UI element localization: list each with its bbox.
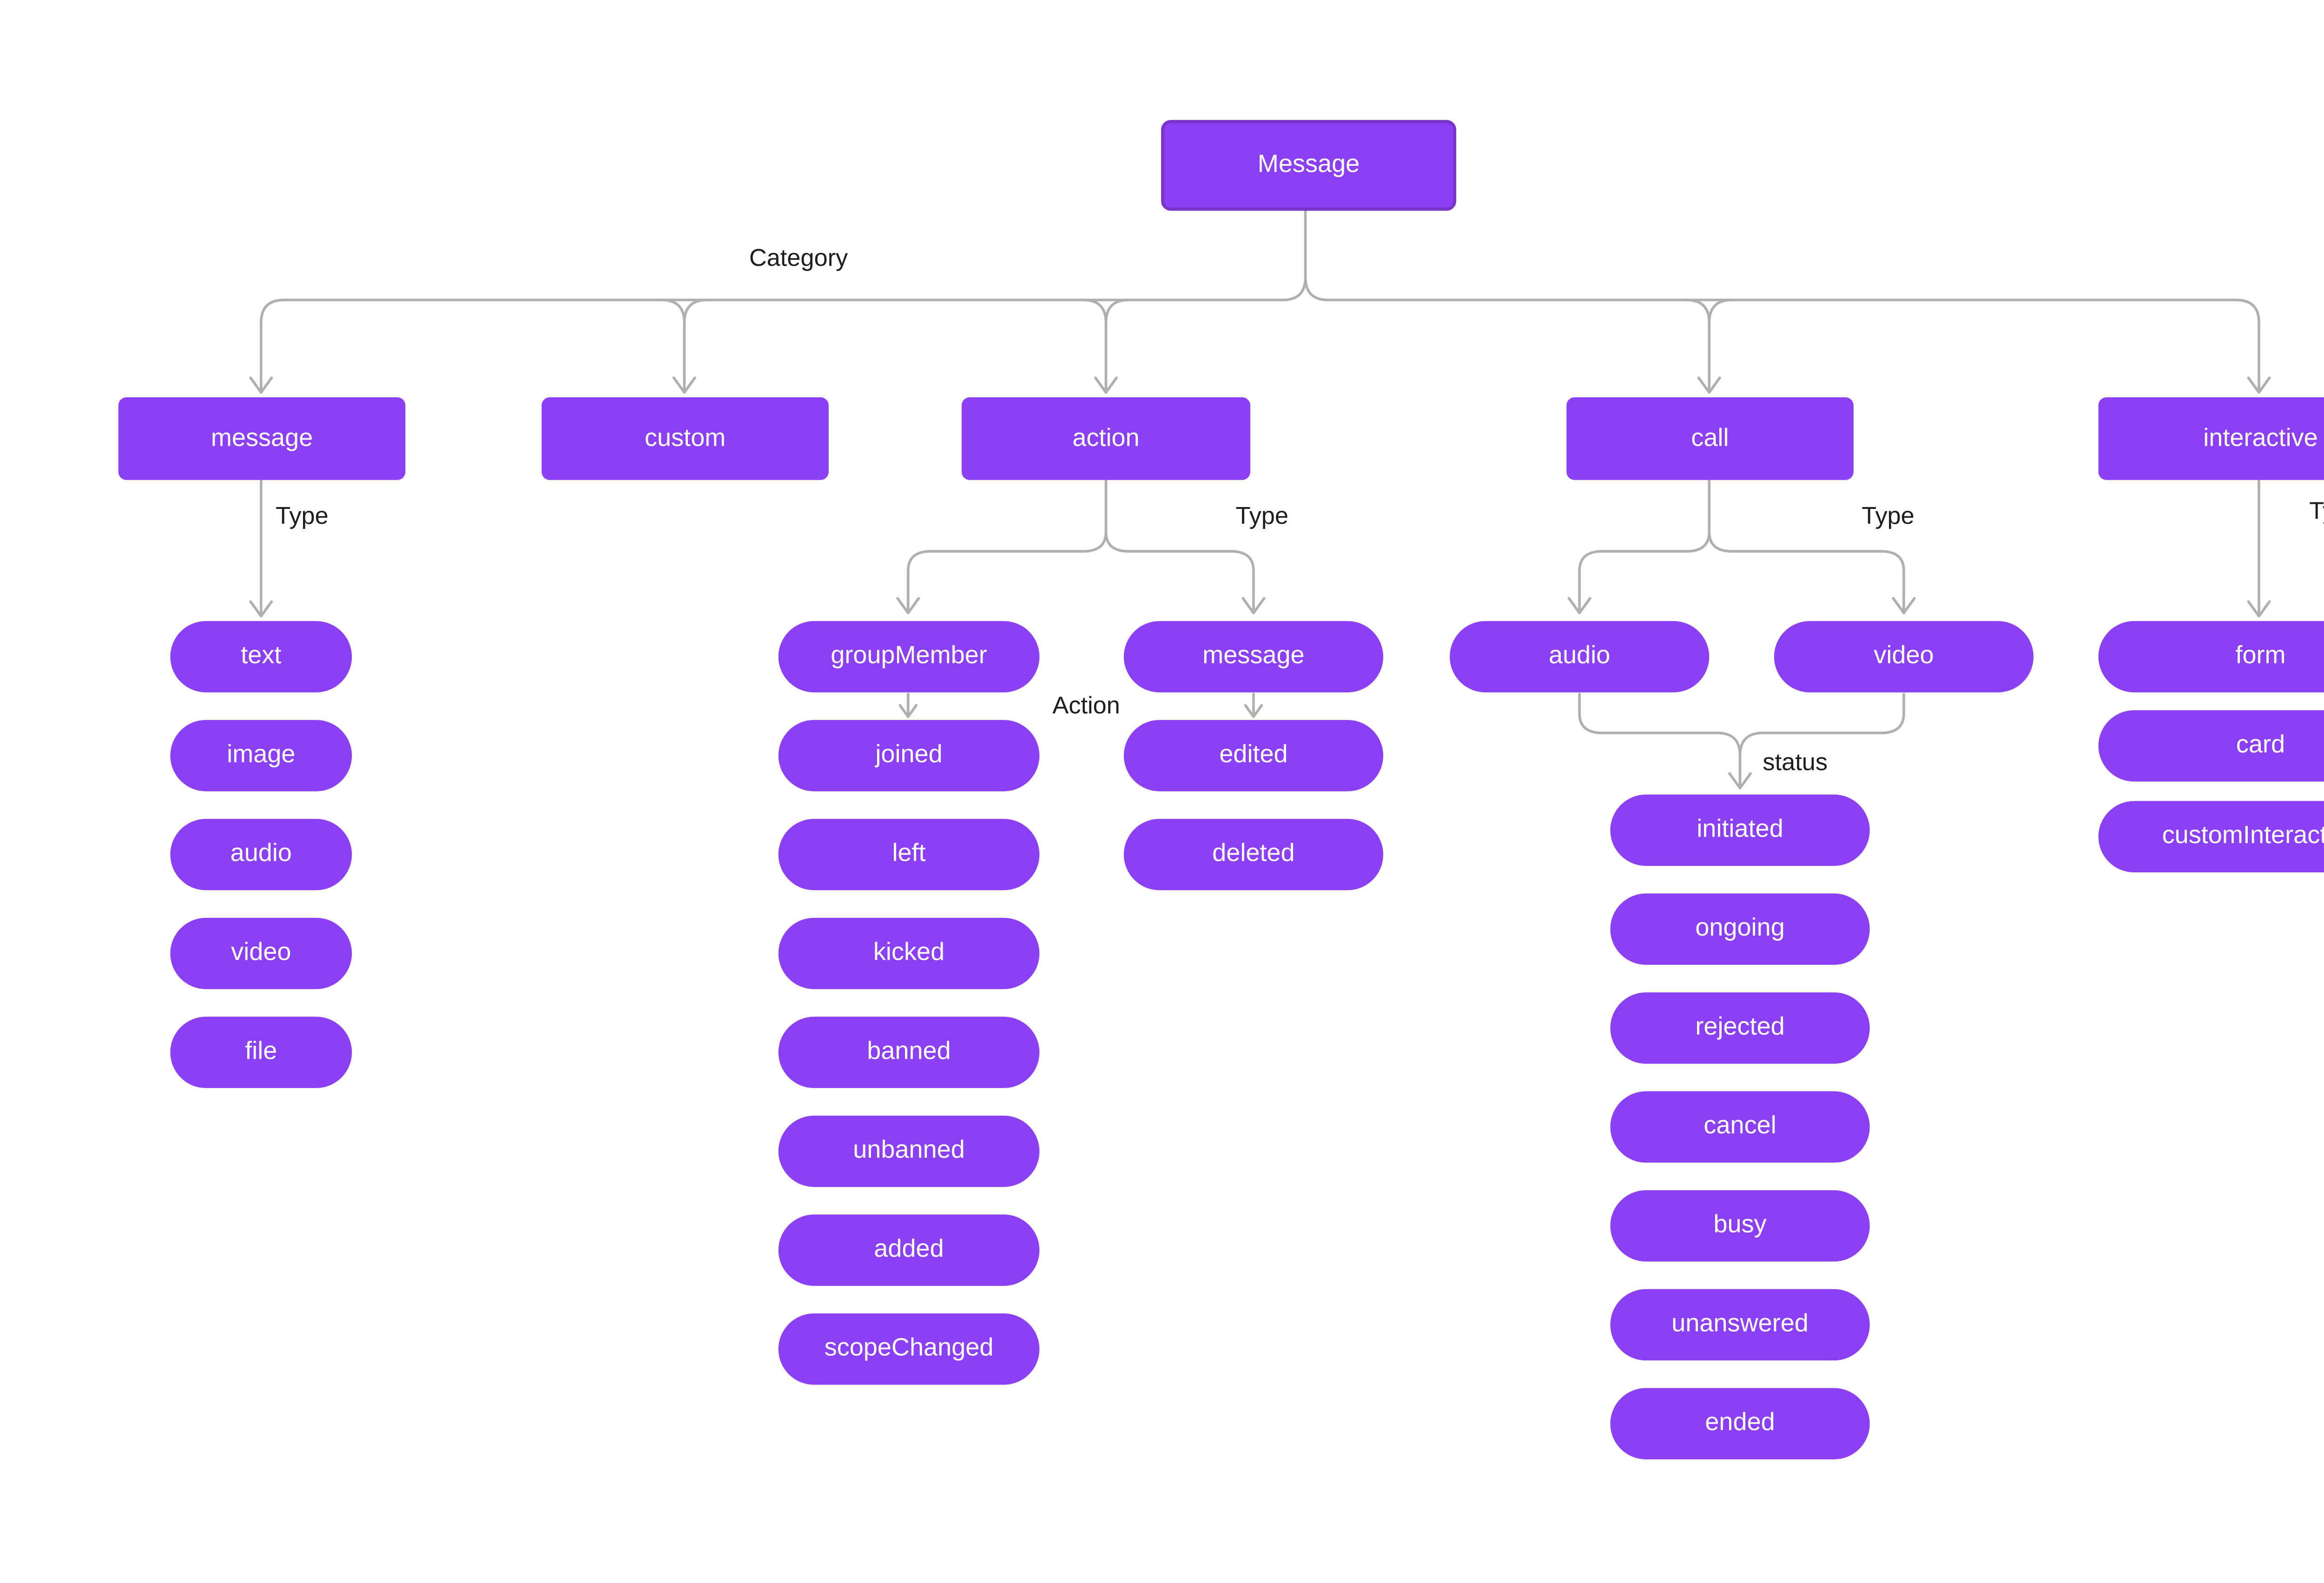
node-category-action: action — [961, 397, 1250, 480]
node-deleted: deleted — [1123, 818, 1384, 890]
arrow-down-icon — [898, 704, 918, 718]
node-category-call: call — [1566, 397, 1854, 480]
arrow-down-icon — [2247, 600, 2271, 618]
node-ended: ended — [1610, 1388, 1870, 1460]
edge-video-to-status — [1738, 693, 1905, 757]
arrow-down-icon — [896, 597, 920, 614]
arrow-down-icon — [249, 376, 273, 394]
edge-call-to-audio — [1578, 478, 1711, 611]
arrow-down-icon — [2247, 376, 2271, 394]
node-kicked: kicked — [778, 917, 1040, 989]
node-joined: joined — [778, 720, 1040, 792]
node-rejected: rejected — [1610, 992, 1870, 1064]
node-custom-interactive: customInteractive — [2098, 801, 2324, 873]
node-file: file — [170, 1016, 352, 1088]
node-unbanned: unbanned — [778, 1115, 1040, 1187]
arrow-down-icon — [1728, 772, 1752, 790]
node-category-custom: custom — [541, 397, 829, 480]
node-initiated: initiated — [1610, 794, 1870, 866]
node-audio: audio — [170, 818, 352, 890]
node-video: video — [170, 917, 352, 989]
edge-label-type-call: Type — [1862, 502, 1915, 530]
arrow-down-icon — [1697, 376, 1721, 394]
edge-label-category: Category — [749, 244, 848, 273]
edge-action-to-groupmember — [906, 478, 1108, 611]
edge-trunk-to-call — [1685, 298, 1733, 391]
edge-label-type-action: Type — [1235, 502, 1289, 530]
edge-trunk-to-custom — [660, 298, 708, 391]
arrow-down-icon — [1567, 597, 1591, 614]
edge-trunk-to-action — [1082, 298, 1130, 391]
edge-label-type-message: Type — [276, 502, 329, 530]
node-call-audio: audio — [1450, 621, 1710, 693]
node-left: left — [778, 818, 1040, 890]
node-call-video: video — [1774, 621, 2034, 693]
edge-call-to-video — [1708, 530, 1905, 611]
node-category-message: message — [118, 397, 406, 480]
edge-root-to-interactive — [1304, 276, 2260, 391]
node-unanswered: unanswered — [1610, 1289, 1870, 1361]
node-ongoing: ongoing — [1610, 893, 1870, 965]
node-group-member: groupMember — [778, 621, 1040, 693]
node-banned: banned — [778, 1016, 1040, 1088]
node-card: card — [2098, 710, 2324, 782]
edge-label-status: status — [1763, 749, 1828, 777]
edge-label-type-interactive: Type — [2309, 498, 2324, 526]
node-text: text — [170, 621, 352, 693]
node-scope-changed: scopeChanged — [778, 1313, 1040, 1385]
node-category-interactive: interactive — [2098, 397, 2324, 480]
arrow-down-icon — [672, 376, 696, 394]
node-busy: busy — [1610, 1190, 1870, 1262]
node-action-message: message — [1123, 621, 1384, 693]
edge-label-action: Action — [1052, 692, 1120, 720]
node-form: form — [2098, 621, 2324, 693]
arrow-down-icon — [1241, 597, 1266, 614]
edge-root-to-message — [259, 204, 1307, 391]
edge-action-to-message — [1104, 530, 1255, 611]
arrow-down-icon — [1244, 704, 1263, 718]
node-message-root: Message — [1161, 120, 1457, 211]
arrow-down-icon — [1094, 376, 1118, 394]
node-cancel: cancel — [1610, 1091, 1870, 1163]
node-added: added — [778, 1214, 1040, 1286]
edge-audio-to-status — [1578, 693, 1742, 786]
node-edited: edited — [1123, 720, 1384, 792]
node-image: image — [170, 720, 352, 792]
arrow-down-icon — [249, 600, 273, 618]
arrow-down-icon — [1892, 597, 1916, 614]
